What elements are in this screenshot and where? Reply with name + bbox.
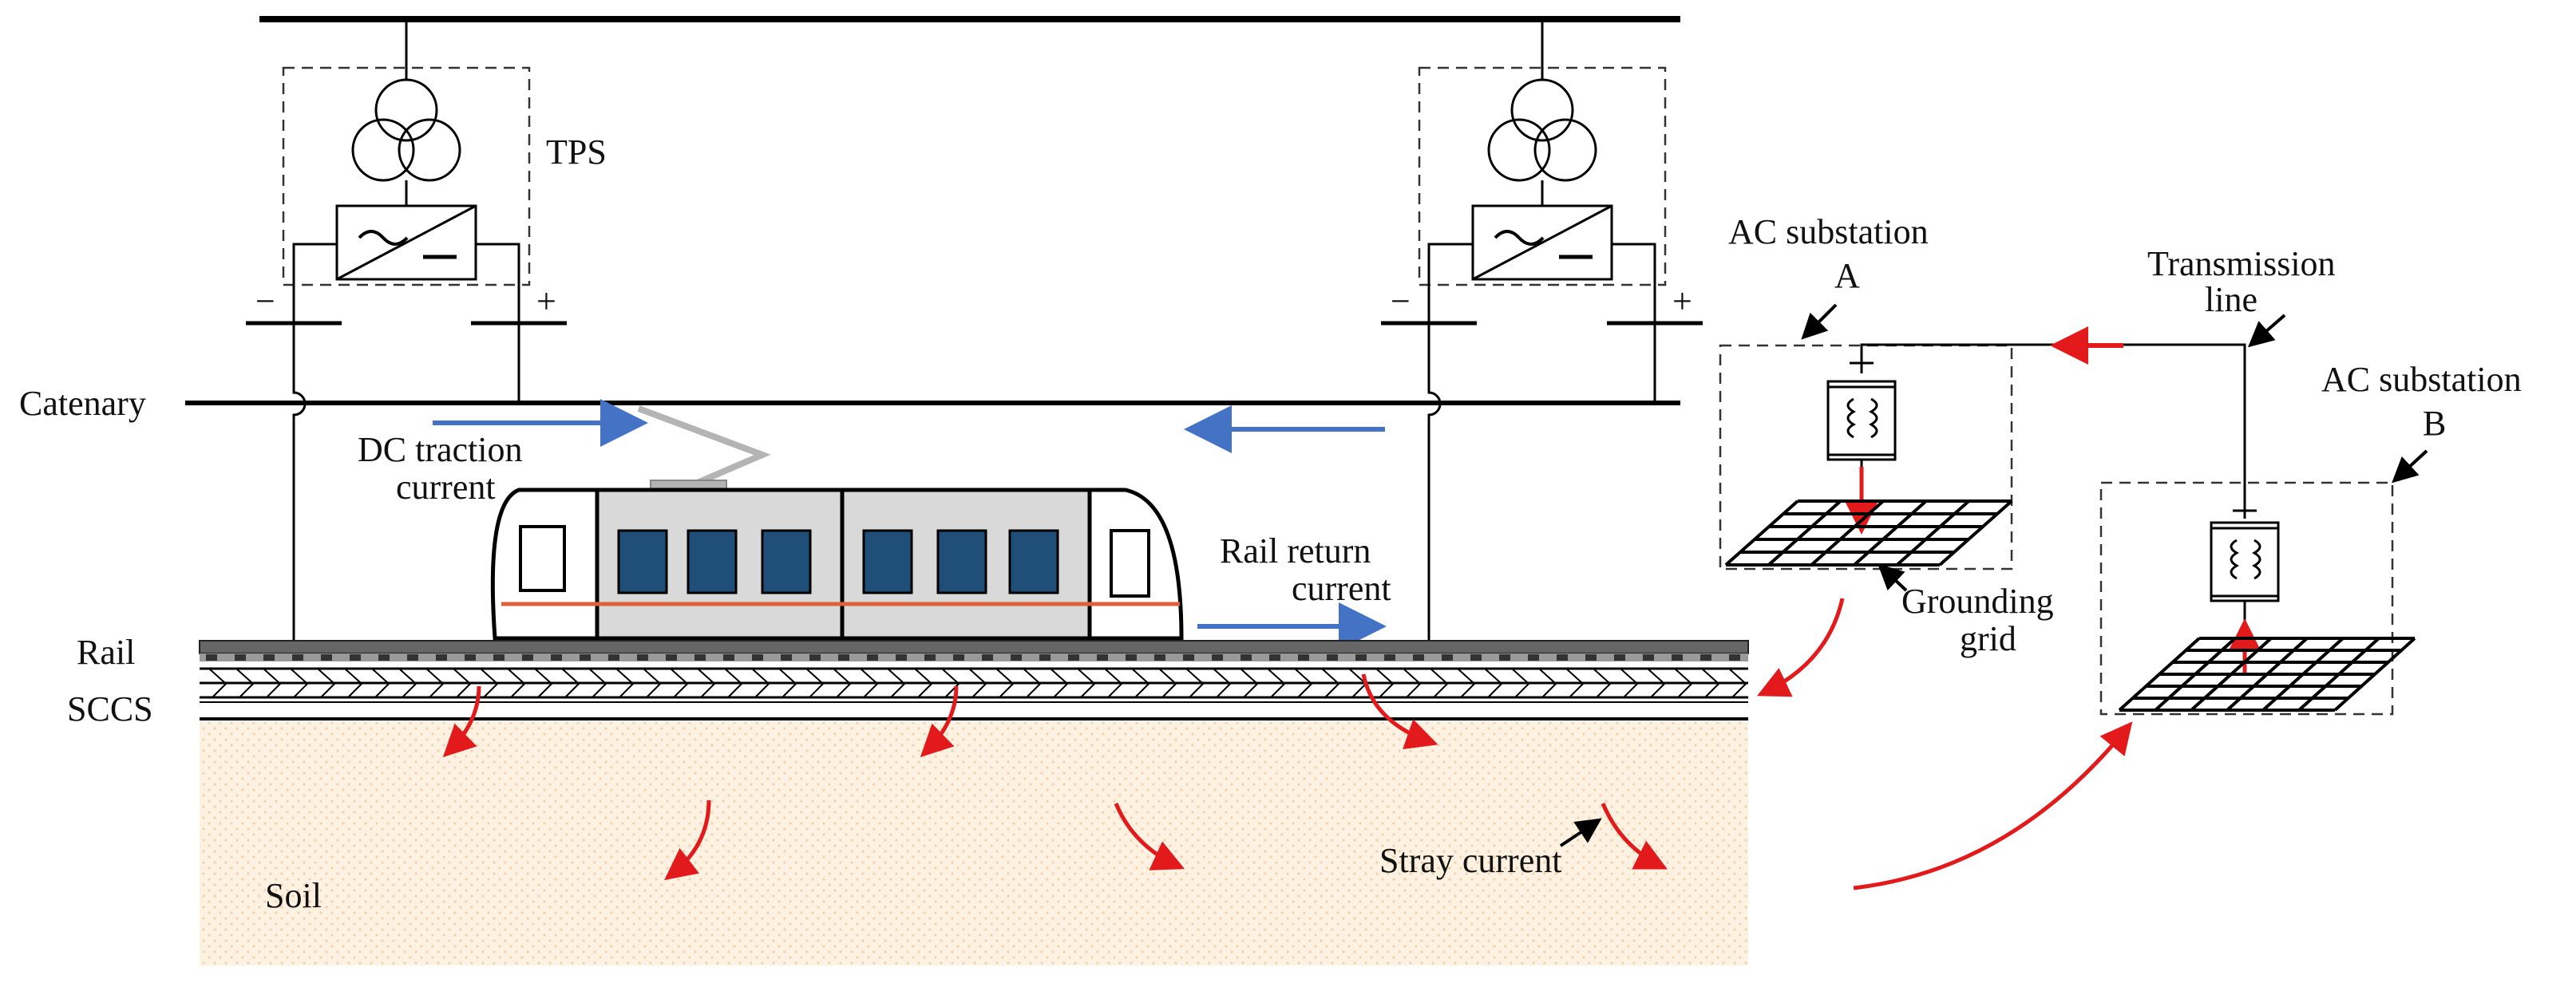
rail-bar bbox=[199, 640, 1749, 654]
ac-substation-b bbox=[2099, 481, 2394, 716]
terminal-plus-label: + bbox=[1672, 282, 1692, 321]
rail-track bbox=[199, 640, 1749, 721]
ac-substation-a-label: AC substation bbox=[1728, 212, 1929, 251]
dc-traction-current-label-line2: current bbox=[396, 468, 496, 507]
transformer-icon bbox=[374, 78, 438, 142]
ac-substation-a bbox=[1719, 344, 2013, 570]
sccs-label: SCCS bbox=[67, 689, 153, 728]
grounding-grid-label: Grounding bbox=[1901, 582, 2054, 621]
tps-right: − + bbox=[1381, 19, 1703, 403]
sleeper-pattern bbox=[206, 654, 1747, 698]
tps-left: − + bbox=[246, 19, 567, 403]
transmission-line-label-line2: line bbox=[2205, 280, 2257, 319]
negative-feeder-right bbox=[1427, 351, 1442, 642]
rectifier-icon bbox=[1471, 204, 1613, 281]
rectifier-icon bbox=[335, 204, 477, 281]
train bbox=[490, 488, 1184, 641]
catenary-label: Catenary bbox=[19, 384, 146, 423]
stray-current-arrow bbox=[1601, 803, 1668, 870]
train-window bbox=[687, 529, 738, 594]
grounding-grid-pointer bbox=[1878, 563, 1908, 592]
train-window bbox=[1008, 529, 1059, 594]
stray-current-to-substation-b bbox=[1853, 721, 2133, 890]
transmission-line-label: Transmission bbox=[2147, 244, 2336, 283]
transformer-icon bbox=[1510, 78, 1574, 142]
soil-label: Soil bbox=[265, 876, 322, 915]
train-window bbox=[862, 529, 913, 594]
rail-return-current-label: Rail return bbox=[1220, 531, 1371, 570]
ac-substation-a-pointer bbox=[1801, 303, 1838, 340]
ac-substation-b-pointer bbox=[2392, 449, 2428, 484]
transformer-coil-icon bbox=[2210, 521, 2280, 602]
terminal-minus-label: − bbox=[1391, 282, 1411, 321]
transmission-line bbox=[1860, 343, 2246, 511]
stray-current-arrow bbox=[1361, 673, 1438, 750]
terminal-plus-label: + bbox=[536, 282, 556, 321]
soil-region bbox=[200, 722, 1748, 965]
stray-current-label: Stray current bbox=[1379, 841, 1561, 880]
grounding-grid-label-line2: grid bbox=[1960, 619, 2016, 658]
grounding-grid-a bbox=[1724, 499, 2013, 567]
ac-substation-b-label: AC substation bbox=[2321, 360, 2522, 399]
transformer-coil-icon bbox=[1826, 380, 1897, 461]
grounding-grid-b bbox=[2118, 637, 2416, 712]
transmission-line-pointer bbox=[2247, 314, 2286, 348]
rail-return-current-label-line2: current bbox=[1292, 569, 1391, 608]
stray-current-arrow bbox=[920, 685, 959, 757]
negative-feeder-left bbox=[292, 351, 307, 642]
rail-label: Rail bbox=[77, 633, 135, 672]
stray-current-to-substation-a bbox=[1756, 598, 1845, 697]
stray-current-arrow bbox=[442, 685, 481, 757]
terminal-minus-label: − bbox=[255, 282, 275, 321]
stray-current-pointer bbox=[1559, 818, 1602, 847]
pantograph bbox=[637, 405, 771, 490]
stray-current-arrow bbox=[1114, 803, 1185, 871]
ac-substation-a-letter: A bbox=[1834, 256, 1860, 295]
train-window bbox=[617, 529, 668, 594]
train-window bbox=[936, 529, 987, 594]
train-window bbox=[761, 529, 812, 594]
tps-label: TPS bbox=[546, 132, 607, 172]
dc-traction-current-label: DC traction bbox=[358, 430, 523, 469]
stray-current-arrow bbox=[664, 799, 711, 881]
ac-substation-b-letter: B bbox=[2423, 404, 2446, 443]
